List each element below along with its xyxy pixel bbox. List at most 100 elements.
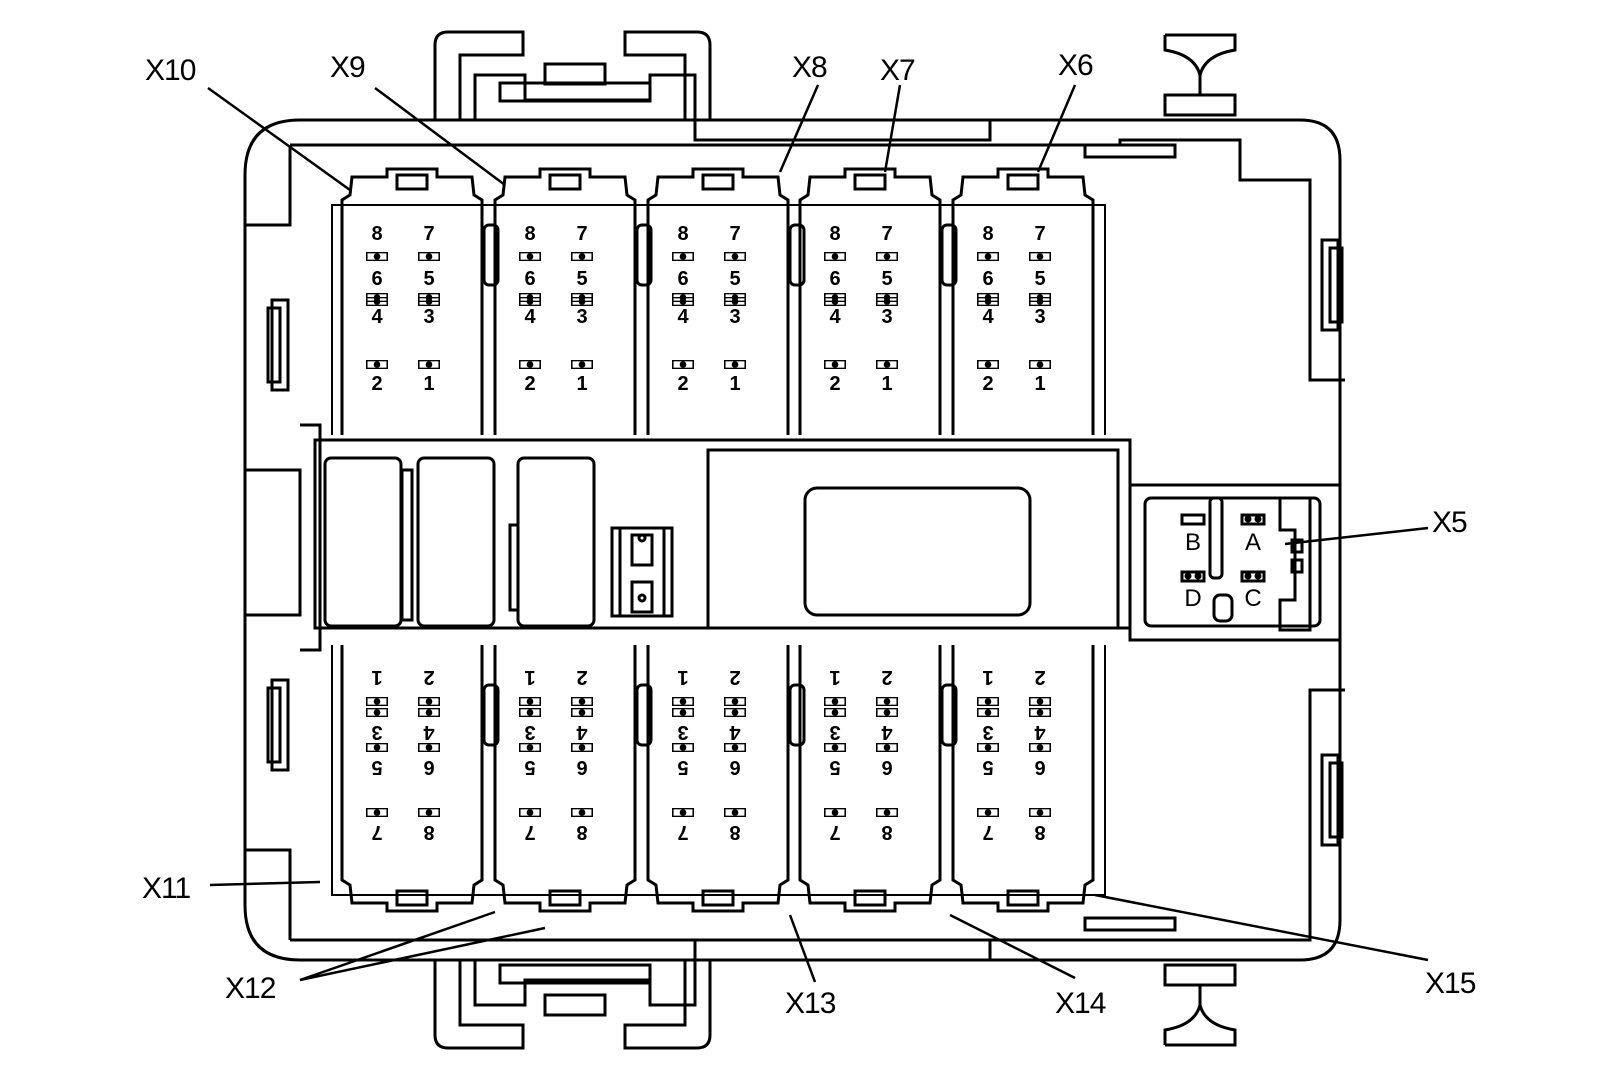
pin-label: 7 — [677, 821, 688, 843]
pin-terminal — [1029, 808, 1051, 817]
pin-terminal — [977, 360, 999, 369]
relay-slot-2 — [416, 456, 496, 628]
pin-label: 8 — [1034, 821, 1045, 843]
pin-label: 1 — [729, 373, 740, 395]
pin-label: 8 — [982, 223, 993, 245]
pin-terminal — [519, 708, 541, 717]
callout-x13: X13 — [785, 987, 836, 1020]
x5-connector-body — [1128, 483, 1342, 642]
pin-label: 6 — [829, 268, 840, 290]
pin-terminal — [672, 808, 694, 817]
callout-x7: X7 — [880, 54, 915, 87]
label-window — [803, 486, 1032, 617]
pin-label: 5 — [371, 756, 382, 778]
pin-terminal — [418, 808, 440, 817]
relay-slot-1 — [323, 456, 403, 628]
pin-terminal — [724, 697, 746, 706]
pin-label: 4 — [524, 306, 536, 328]
pin-label: 2 — [423, 666, 434, 688]
pin-terminal — [876, 808, 898, 817]
pin-label: 3 — [729, 306, 740, 328]
pin-label: 5 — [677, 756, 688, 778]
connector-shell — [340, 645, 484, 913]
connector-shell — [493, 167, 637, 435]
pin-label: 5 — [729, 268, 740, 290]
key-rib — [788, 223, 806, 287]
fuse-cover-area — [706, 448, 1120, 630]
pin-label: 2 — [371, 373, 382, 395]
pin-terminal — [876, 697, 898, 706]
pin-label: 3 — [881, 306, 892, 328]
pin-label: 2 — [729, 666, 740, 688]
pin-label: 6 — [729, 756, 740, 778]
connector-shell — [798, 167, 942, 435]
pin-label: 8 — [423, 821, 434, 843]
mini-fuse-slot — [610, 526, 674, 618]
pin-terminal — [366, 360, 388, 369]
pin-label: 8 — [576, 821, 587, 843]
pin-terminal — [672, 743, 694, 752]
pin-terminal — [366, 743, 388, 752]
key-rib — [788, 683, 806, 747]
pin-label: 4 — [1034, 721, 1046, 743]
pin-terminal — [418, 708, 440, 717]
pin-terminal — [824, 252, 846, 261]
pin-terminal — [724, 808, 746, 817]
callout-x15: X15 — [1425, 967, 1476, 1000]
pin-label: 3 — [423, 306, 434, 328]
latch-tab — [548, 173, 582, 191]
key-rib — [635, 223, 653, 287]
pin-terminal — [519, 697, 541, 706]
key-rib — [940, 223, 958, 287]
pin-label: 8 — [829, 223, 840, 245]
pin-label: 2 — [576, 666, 587, 688]
pin-label: 3 — [371, 721, 382, 743]
latch-tab — [1006, 889, 1040, 907]
key-rib — [482, 683, 500, 747]
pin-label: 4 — [423, 721, 435, 743]
latch-tab — [395, 173, 429, 191]
pin-label: 7 — [729, 223, 740, 245]
key-rib — [940, 683, 958, 747]
connector-shell — [646, 645, 790, 913]
callout-leaders — [207, 84, 1429, 983]
pin-label: 1 — [524, 666, 535, 688]
pin-label: 8 — [677, 223, 688, 245]
pin-terminal — [977, 743, 999, 752]
pin-label: 1 — [371, 666, 382, 688]
pin-terminal — [1029, 743, 1051, 752]
pin-label: 7 — [423, 223, 434, 245]
pin-label: 8 — [729, 821, 740, 843]
pin-label: 6 — [423, 756, 434, 778]
pin-label: 3 — [1034, 306, 1045, 328]
pin-label: 7 — [524, 821, 535, 843]
pin-label: 1 — [982, 666, 993, 688]
pin-label: 6 — [982, 268, 993, 290]
pin-label: 4 — [729, 721, 741, 743]
pin-terminal — [418, 252, 440, 261]
pin-terminal — [571, 360, 593, 369]
callout-x8: X8 — [792, 51, 827, 84]
pin-terminal — [876, 708, 898, 717]
pin-label: 7 — [1034, 223, 1045, 245]
pin-terminal — [519, 808, 541, 817]
pin-terminal — [418, 697, 440, 706]
pin-terminal — [1029, 252, 1051, 261]
pin-terminal — [824, 360, 846, 369]
latch-tab — [548, 889, 582, 907]
housing-outline — [243, 118, 1345, 962]
callout-x9: X9 — [330, 51, 365, 84]
pin-label: 4 — [982, 306, 994, 328]
pin-terminal — [876, 252, 898, 261]
connector-shell — [340, 167, 484, 435]
pin-terminal — [418, 743, 440, 752]
pin-terminal — [824, 808, 846, 817]
pin-terminal — [366, 808, 388, 817]
